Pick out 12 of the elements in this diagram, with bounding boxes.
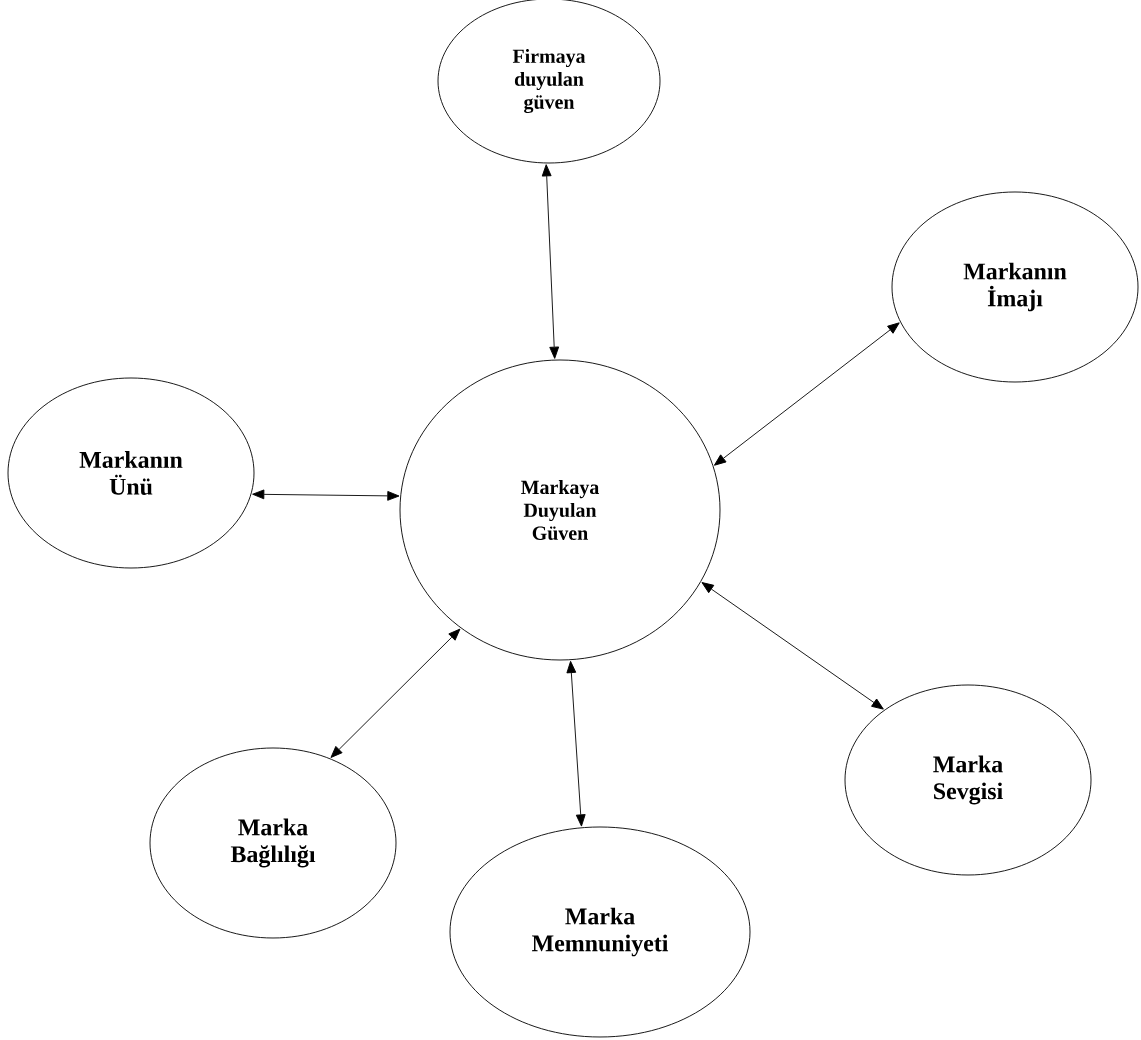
ellipse-node: Markaya Duyulan Güven xyxy=(399,359,721,661)
double-arrow xyxy=(713,322,900,466)
double-arrow xyxy=(566,660,586,827)
ellipse-node: Marka Bağlılığı xyxy=(149,747,397,939)
double-arrow xyxy=(541,164,560,359)
double-arrow xyxy=(701,582,884,710)
ellipse-node: Marka Sevgisi xyxy=(844,684,1092,876)
ellipse-node: Markanın Ünü xyxy=(7,377,255,569)
double-arrow xyxy=(252,489,400,501)
ellipse-node: Markanın İmajı xyxy=(891,191,1139,383)
double-arrow xyxy=(330,628,461,758)
ellipse-node: Marka Memnuniyeti xyxy=(449,826,751,1038)
